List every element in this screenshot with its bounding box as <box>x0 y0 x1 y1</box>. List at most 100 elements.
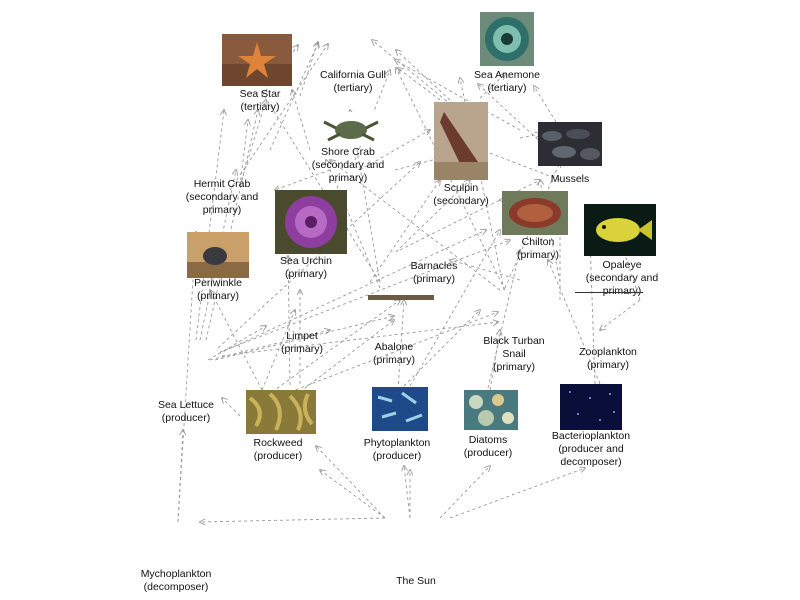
sculpin-photo <box>434 102 488 180</box>
periwinkle-role: (primary) <box>197 290 239 302</box>
food-web-arrow <box>369 180 440 283</box>
rockweed-label: Rockweed (producer) <box>238 437 318 463</box>
food-web-arrow <box>221 322 498 357</box>
sea-star-photo <box>222 34 292 86</box>
limpet-label: Limpet (primary) <box>264 330 340 356</box>
opaleye-label: Opaleye (secondary and primary) <box>574 259 670 298</box>
food-web-arrow <box>396 50 451 101</box>
periwinkle-label: Periwinkle (primary) <box>180 277 256 303</box>
opaleye-name: Opaleye <box>602 259 642 271</box>
diatoms-name: Diatoms <box>468 434 508 446</box>
food-web-arrow <box>449 468 585 519</box>
food-web-arrow <box>620 240 641 301</box>
phytoplankton-name: Phytoplankton <box>363 437 431 449</box>
food-web-arrow <box>275 169 331 190</box>
sculpin-role: (secondary) <box>433 195 489 207</box>
food-web-arrow <box>210 290 263 391</box>
sea-lettuce-name: Sea Lettuce <box>157 399 215 411</box>
black-turban-snail-role: (primary) <box>493 361 535 373</box>
food-web-arrow <box>299 320 394 393</box>
california-gull-role: (tertiary) <box>333 82 373 94</box>
food-web-arrow <box>394 150 470 171</box>
sea-star-label: Sea Star (tertiary) <box>222 88 298 114</box>
sea-lettuce-role: (producer) <box>161 412 211 424</box>
sea-lettuce-label: Sea Lettuce (producer) <box>146 399 226 425</box>
food-web-arrow <box>316 446 386 519</box>
sun-label: The Sun <box>376 575 456 588</box>
phytoplankton-photo <box>372 387 428 431</box>
sea-urchin-name: Sea Urchin <box>280 255 332 267</box>
food-web-arrow <box>409 230 500 387</box>
mychoplankton-role: (decomposer) <box>143 581 209 593</box>
chiton-photo <box>502 191 568 235</box>
hermit-crab-role-2: primary) <box>202 204 242 216</box>
sea-anemone-label: Sea Anemone (tertiary) <box>459 69 555 95</box>
food-web-arrow <box>590 240 596 385</box>
food-web-arrow <box>395 180 470 253</box>
sea-star-role: (tertiary) <box>240 101 280 113</box>
sea-urchin-photo <box>275 190 347 254</box>
food-web-arrow <box>222 398 241 417</box>
bacterioplankton-label: Bacterioplankton (producer and decompose… <box>541 430 641 469</box>
food-web-arrow <box>404 466 411 519</box>
mychoplankton-name: Mychoplankton <box>140 568 212 580</box>
food-web-arrow <box>229 44 328 191</box>
food-web-arrow <box>217 162 420 349</box>
barnacles-label: Barnacles (primary) <box>394 260 474 286</box>
chiton-role: (primary) <box>517 249 559 261</box>
sculpin-label: Sculpin (secondary) <box>421 182 501 208</box>
sea-star-name: Sea Star <box>239 88 281 100</box>
chiton-label: Chilton (primary) <box>500 236 576 262</box>
food-web-arrow <box>239 100 266 187</box>
food-web-arrow <box>177 232 196 523</box>
food-web-arrow <box>396 68 506 291</box>
food-web-arrow <box>359 130 430 171</box>
phytoplankton-label: Phytoplankton (producer) <box>352 437 442 463</box>
mussels-name: Mussels <box>550 173 590 185</box>
food-web-arrow <box>292 90 311 151</box>
chiton-name: Chilton <box>521 236 555 248</box>
food-web-arrow <box>320 470 386 519</box>
sea-anemone-photo <box>480 12 534 66</box>
food-web-arrow <box>205 110 258 341</box>
abalone-role: (primary) <box>373 354 415 366</box>
shore-crab-role-1: (secondary and <box>311 159 385 171</box>
black-turban-snail-name-2: Snail <box>502 348 526 360</box>
hermit-crab-name: Hermit Crab <box>193 178 251 190</box>
opaleye-photo <box>584 204 656 256</box>
mychoplankton-label: Mychoplankton (decomposer) <box>130 568 222 594</box>
shore-crab-label: Shore Crab (secondary and primary) <box>298 146 398 185</box>
bacterioplankton-role-2: decomposer) <box>560 456 622 468</box>
food-web-arrow <box>195 110 224 341</box>
bacterioplankton-photo <box>560 384 622 430</box>
sea-urchin-role: (primary) <box>285 268 327 280</box>
food-web-arrow <box>207 326 266 361</box>
hermit-crab-label: Hermit Crab (secondary and primary) <box>172 178 272 217</box>
shore-crab-photo <box>316 112 386 146</box>
opaleye-role-2: primary) <box>602 285 642 297</box>
periwinkle-photo <box>187 232 249 278</box>
food-web-arrow <box>398 68 441 101</box>
zooplankton-name: Zooplankton <box>579 346 637 358</box>
bacterioplankton-name: Bacterioplankton <box>551 430 631 442</box>
shore-crab-name: Shore Crab <box>321 146 375 158</box>
opaleye-role-1: (secondary and <box>585 272 659 284</box>
sea-anemone-role: (tertiary) <box>487 82 527 94</box>
food-web-arrow <box>548 260 601 385</box>
food-web-arrow <box>439 466 490 519</box>
phytoplankton-role: (producer) <box>372 450 422 462</box>
food-web-arrow <box>289 312 498 393</box>
abalone-label: Abalone (primary) <box>356 341 432 367</box>
food-web-arrow <box>534 86 557 123</box>
food-web-arrow <box>489 330 500 391</box>
sea-urchin-label: Sea Urchin (primary) <box>266 255 346 281</box>
food-web-arrow <box>326 160 381 289</box>
mussels-label: Mussels <box>534 173 606 186</box>
food-web-arrow <box>214 316 394 361</box>
black-turban-snail-label: Black Turban Snail (primary) <box>474 335 554 374</box>
limpet-role: (primary) <box>281 343 323 355</box>
abalone-name: Abalone <box>374 341 414 353</box>
food-web-arrow <box>239 120 248 187</box>
food-web-arrow <box>399 180 540 251</box>
